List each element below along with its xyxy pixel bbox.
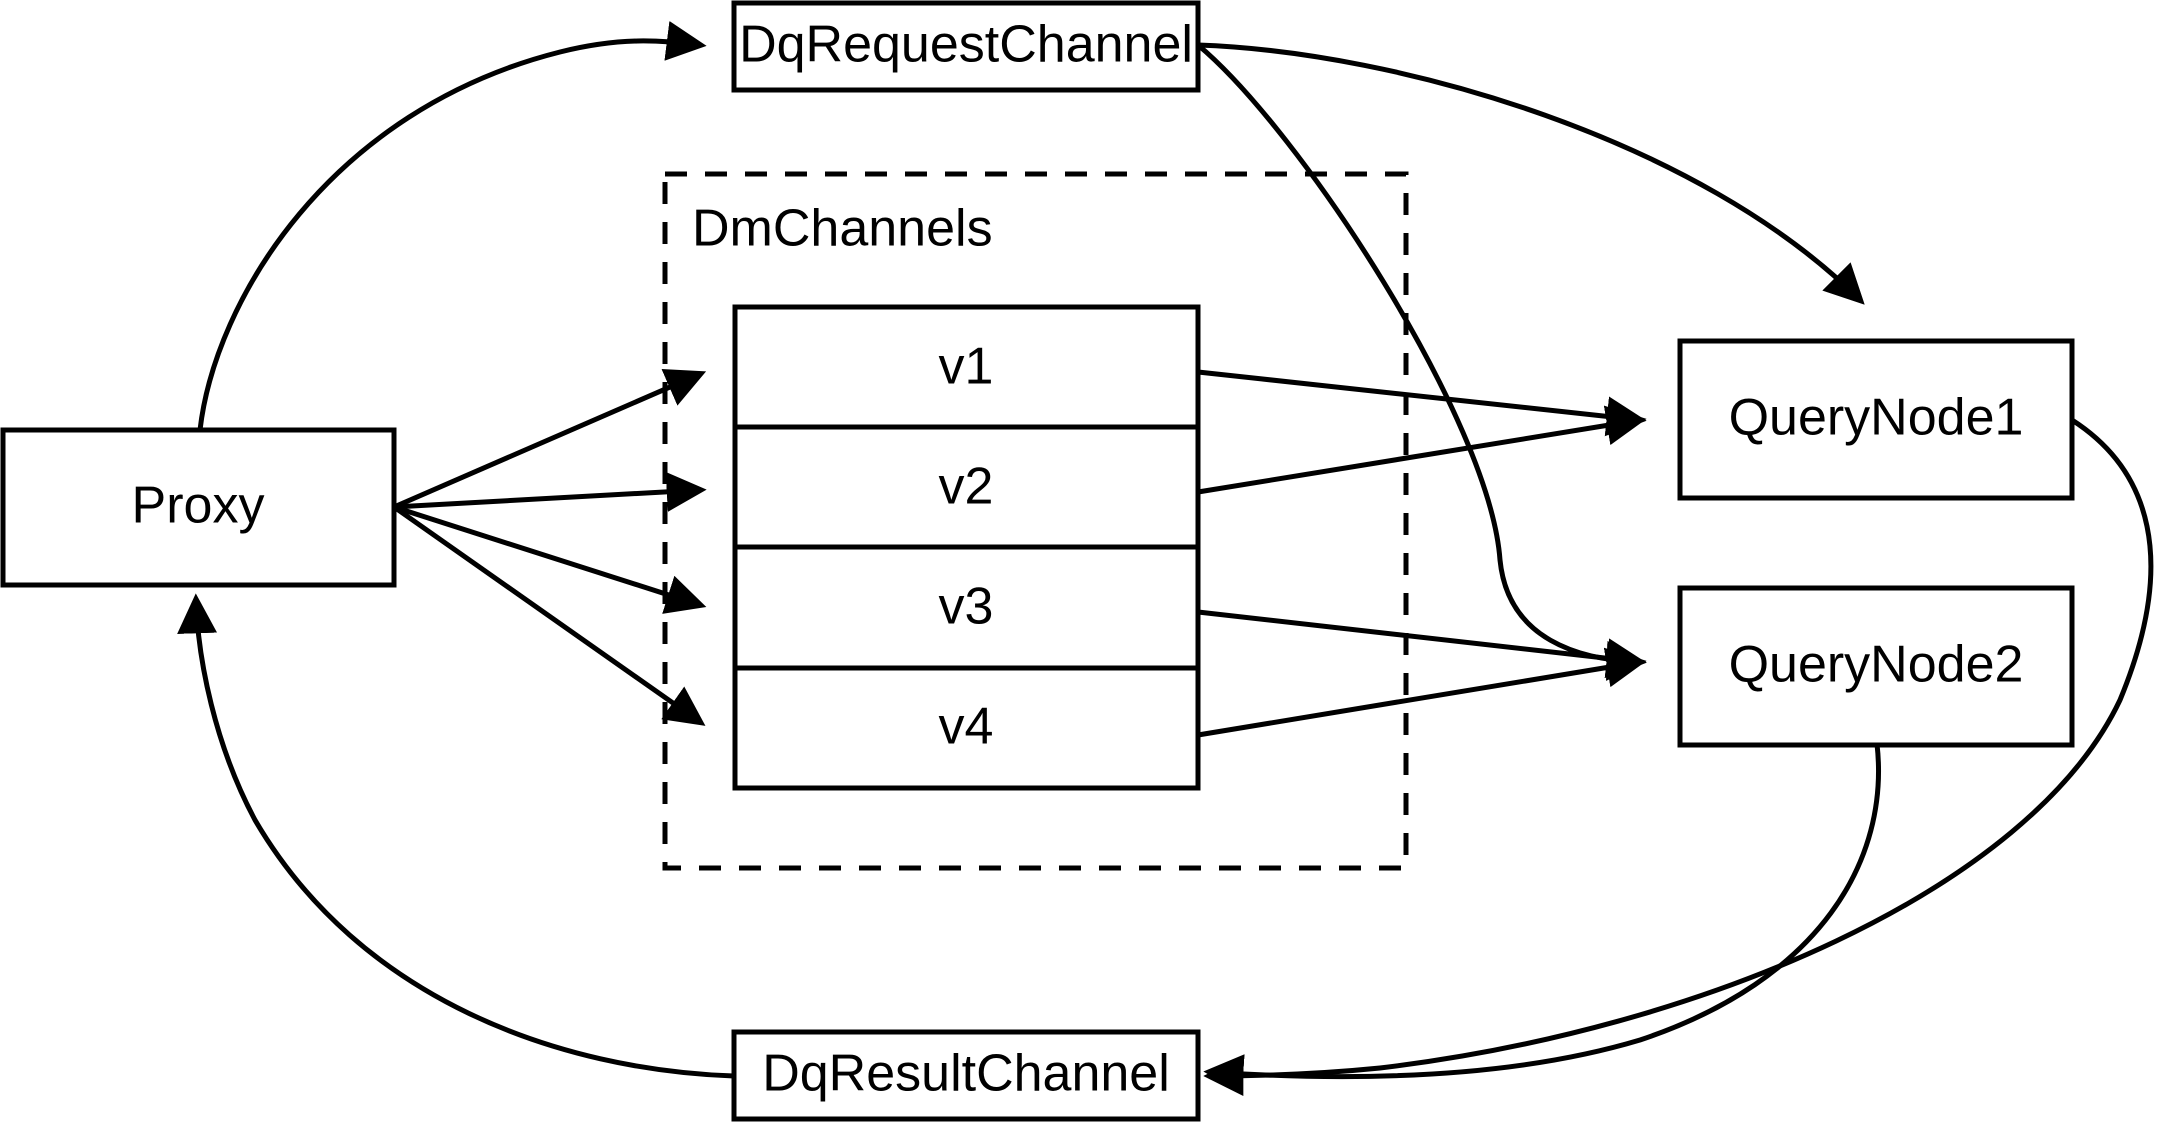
edge-querynode1-to-dqresultchannel <box>1203 417 2154 1096</box>
edge-proxy-to-v1 <box>393 368 707 510</box>
dqresultchannel-label: DqResultChannel <box>762 1045 1170 1103</box>
dmchannel-row-v3[interactable]: v3 <box>939 578 994 636</box>
node-dqresultchannel[interactable]: DqResultChannel <box>731 1029 1201 1122</box>
node-proxy[interactable]: Proxy <box>0 427 397 588</box>
node-querynode1[interactable]: QueryNode1 <box>1677 338 2075 501</box>
edge-dqrequestchannel-to-querynode1 <box>1197 42 1865 305</box>
edge-proxy-to-v3 <box>393 504 707 614</box>
proxy-box[interactable] <box>0 427 397 588</box>
edge-v1-to-querynode1 <box>1197 369 1647 437</box>
querynode1-box[interactable] <box>1677 338 2075 501</box>
edge-v3-to-querynode2 <box>1197 609 1647 679</box>
querynode2-label: QueryNode2 <box>1729 636 2024 694</box>
edge-v2-to-querynode1 <box>1197 405 1647 495</box>
dmchannels-group-label: DmChannels <box>692 200 993 258</box>
edge-querynode2-to-dqresultchannel <box>1203 743 1881 1095</box>
edge-proxy-to-dqrequestchannel <box>197 21 707 431</box>
dmchannel-row-v2[interactable]: v2 <box>939 458 994 516</box>
querynode2-box[interactable] <box>1677 585 2075 748</box>
edge-proxy-to-v2 <box>393 471 707 512</box>
dqresultchannel-box[interactable] <box>731 1029 1201 1122</box>
dmchannel-row-v1[interactable]: v1 <box>939 338 994 396</box>
edge-dqresultchannel-to-proxy <box>177 593 735 1079</box>
dqrequestchannel-label: DqRequestChannel <box>739 16 1193 74</box>
node-querynode2[interactable]: QueryNode2 <box>1677 585 2075 748</box>
dqrequestchannel-box[interactable] <box>731 0 1201 93</box>
edge-v4-to-querynode2 <box>1197 647 1647 738</box>
querynode1-label: QueryNode1 <box>1729 389 2024 447</box>
dmchannel-row-v4[interactable]: v4 <box>939 698 994 756</box>
edge-proxy-to-v4 <box>392 504 706 726</box>
dmchannels-group-border <box>662 171 1409 871</box>
dmchannels-table: v1 v2 v3 v4 <box>732 304 1201 791</box>
node-dqrequestchannel[interactable]: DqRequestChannel <box>731 0 1201 93</box>
proxy-label: Proxy <box>132 477 265 535</box>
edge-dqrequestchannel-to-querynode2 <box>1196 43 1647 681</box>
